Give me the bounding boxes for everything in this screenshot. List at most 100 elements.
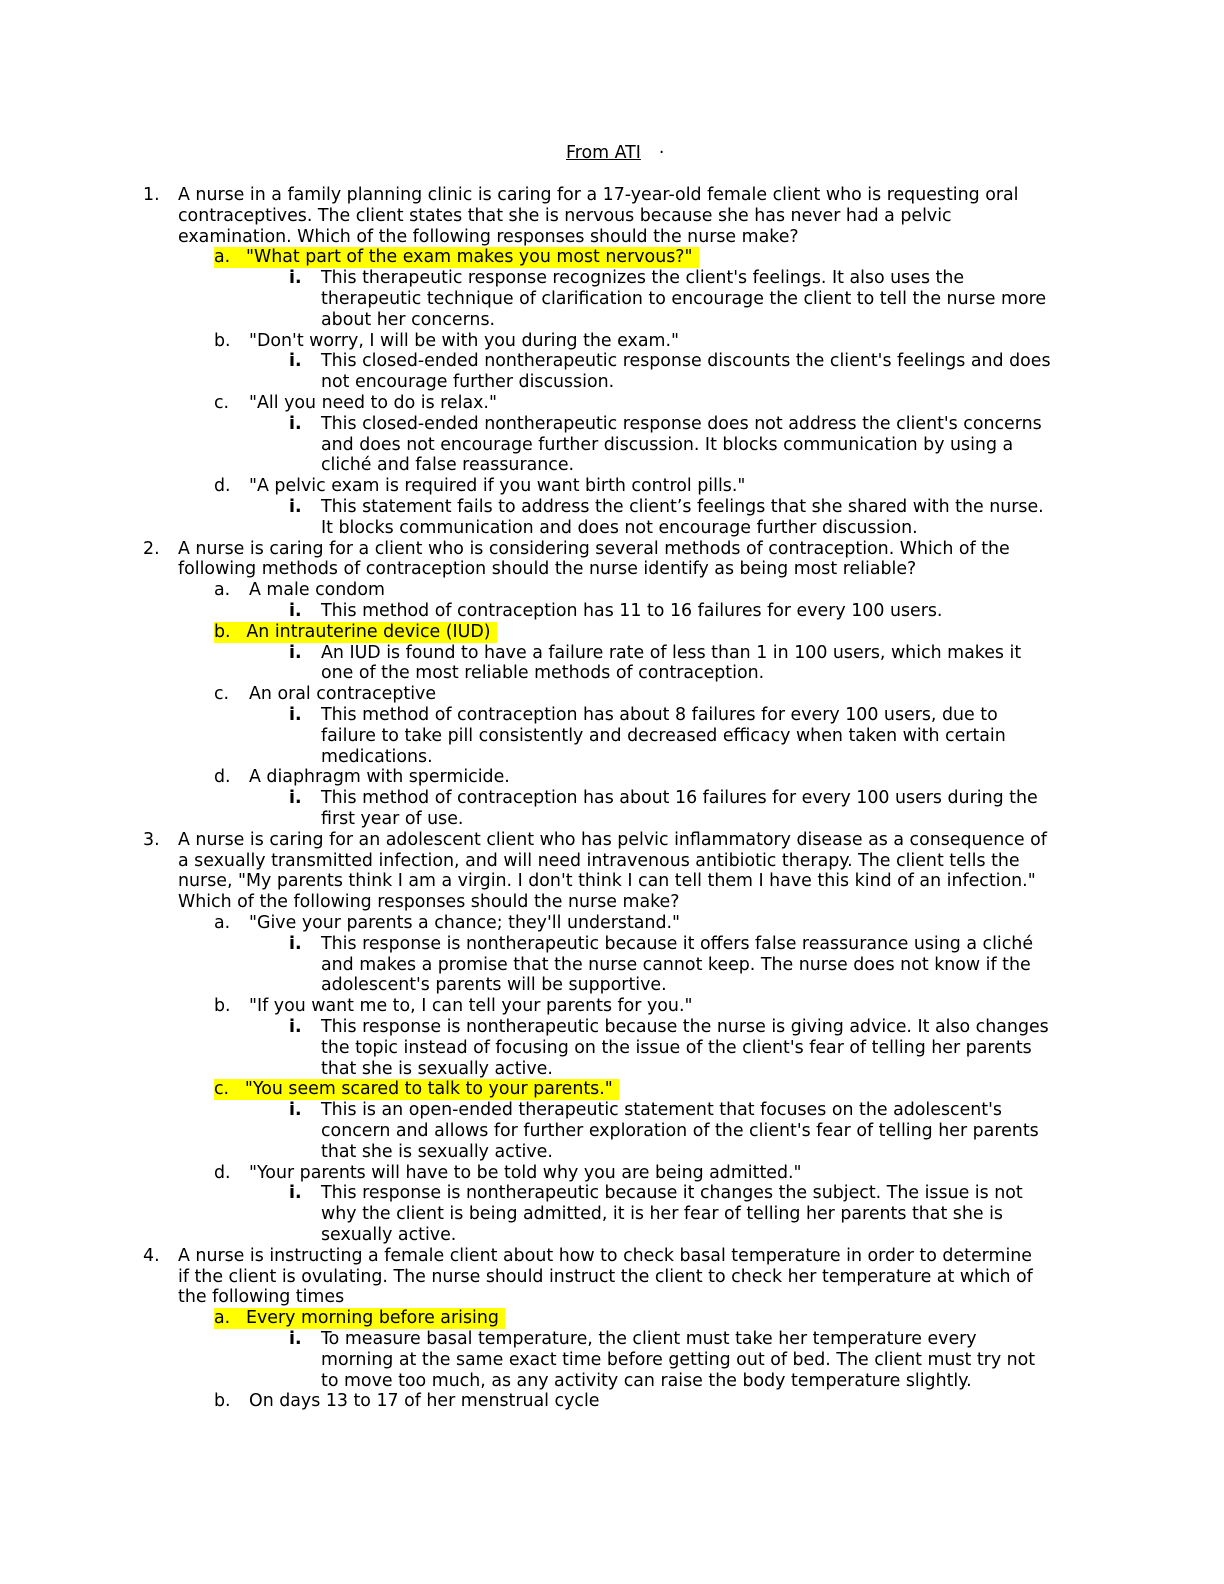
answer-option: c. An oral contraceptive [0,684,1224,705]
rationale-line: i.This closed-ended nontherapeutic respo… [0,351,1224,372]
option-text: "Don't worry, I will be with you during … [249,330,679,351]
rationale-marker: i. [289,705,302,725]
option-text: A male condom [249,580,385,601]
rationale-marker: i. [289,601,302,621]
rationale-line: i.This is an open-ended therapeutic stat… [0,1100,1224,1121]
rationale-line: to move too much, as any activity can ra… [0,1371,1224,1392]
option-text: "All you need to do is relax." [249,393,497,413]
rationale-text: cliché and false reassurance. [321,455,575,476]
answer-option: a.A male condom [0,580,1224,601]
rationale-text: This therapeutic response recognizes the… [321,268,965,289]
question-stem-text: the following times [178,1287,345,1308]
rationale-text: first year of use. [321,809,464,829]
answer-option: c."You seem scared to talk to your paren… [0,1079,1224,1101]
option-text: An intrauterine device (IUD) [246,621,491,642]
rationale-line: i. This method of contraception has 11 to… [0,601,1224,622]
question-stem-text: following methods of contraception shoul… [178,559,917,580]
rationale-line: i. This response is nontherapeutic becaus… [0,1017,1224,1038]
rationale-text: This response is nontherapeutic because … [321,1017,1049,1037]
rationale-line: medications. [0,747,1224,768]
question-stem-text: A nurse in a family planning clinic is c… [178,185,1019,205]
answer-option: d."A pelvic exam is required if you want… [0,476,1224,497]
rationale-marker: i. [289,1329,302,1349]
rationale-marker: i. [289,413,302,434]
rationale-text: This method of contraception has about 1… [321,788,1038,809]
rationale-line: the topic instead of focusing on the iss… [0,1038,1224,1059]
answer-option: b. "Don't worry, I will be with you durin… [0,331,1224,352]
option-text: "You seem scared to talk to your parents… [244,1079,613,1100]
rationale-text: This statement fails to address the clie… [321,497,1044,517]
option-text: On days 13 to 17 of her menstrual cycle [249,1391,600,1412]
rationale-line: cliché and false reassurance. [0,455,1224,476]
question-stem-text: contraceptives. The client states that s… [178,205,952,226]
answer-option: a. "Give your parents a chance; they'll u… [0,913,1224,934]
question-stem-line: nurse, "My parents think I am a virgin. … [0,871,1224,892]
answer-option: b. An intrauterine device (IUD) [0,621,1224,643]
rationale-line: that she is sexually active. [0,1142,1224,1163]
rationale-marker: i. [289,1017,302,1037]
question-number: 1. [143,185,160,205]
answer-option: d. "Your parents will have to be told why… [0,1163,1224,1184]
rationale-line: and does not encourage further discussio… [0,435,1224,456]
question-number: 4. [143,1245,160,1266]
question-stem-text: a sexually transmitted infection, and wi… [178,850,1020,871]
rationale-line: and makes a promise that the nurse canno… [0,955,1224,976]
rationale-text: To measure basal temperature, the client… [321,1329,977,1349]
rationale-line: why the client is being admitted, it is … [0,1204,1224,1225]
question-number: 2. [143,538,160,559]
title-text: From ATI [566,143,641,163]
correct-answer-highlight: c."You seem scared to talk to your paren… [214,1079,619,1101]
rationale-line: i.This therapeutic response recognizes t… [0,268,1224,289]
rationale-line: not encourage further discussion. [0,372,1224,393]
option-text: A diaphragm with spermicide. [249,767,510,788]
option-letter: b. [214,996,231,1017]
rationale-text: This method of contraception has 11 to 1… [321,601,943,621]
rationale-line: one of the most reliable methods of cont… [0,663,1224,684]
rationale-line: i.This statement fails to address the cl… [0,497,1224,518]
rationale-text: morning at the same exact time before ge… [321,1349,1036,1370]
rationale-text: therapeutic technique of clarification t… [321,289,1047,309]
option-text: An oral contraceptive [249,684,437,705]
rationale-line: first year of use. [0,809,1224,830]
rationale-line: i.This response is nontherapeutic becaus… [0,1183,1224,1204]
option-letter: b. [214,330,231,351]
option-letter: a. [214,1308,231,1329]
option-letter: c. [214,684,230,705]
option-letter: c. [214,393,230,413]
rationale-line: It blocks communication and does not enc… [0,518,1224,539]
option-letter: b. [214,1391,231,1412]
answer-option: b. On days 13 to 17 of her menstrual cycl… [0,1391,1224,1412]
rationale-text: failure to take pill consistently and de… [321,725,1006,746]
option-letter: b. [214,621,231,642]
question-stem-line: examination. Which of the following resp… [0,227,1224,248]
rationale-text: and makes a promise that the nurse canno… [321,954,1031,975]
page-title: From ATI· [566,142,664,164]
rationale-text: adolescent's parents will be supportive. [321,975,667,996]
option-text: "Give your parents a chance; they'll und… [249,913,681,933]
question-stem-text: examination. Which of the following resp… [178,226,799,247]
option-text: Every morning before arising [246,1308,499,1329]
rationale-text: This method of contraception has about 8… [321,705,998,725]
rationale-text: An IUD is found to have a failure rate o… [321,642,1022,663]
rationale-text: that she is sexually active. [321,1058,553,1079]
question-stem-line: 3.A nurse is caring for an adolescent cl… [0,830,1224,851]
rationale-line: sexually active. [0,1225,1224,1246]
question-stem-line: the following times [0,1287,1224,1308]
question-stem-line: 1. A nurse in a family planning clinic is… [0,185,1224,206]
option-letter: d. [214,1162,231,1183]
answer-option: a. Every morning before arising [0,1308,1224,1330]
question-stem-text: A nurse is caring for an adolescent clie… [178,829,1047,850]
option-text: "Your parents will have to be told why y… [249,1162,802,1183]
rationale-text: concern and allows for further explorati… [321,1121,1039,1141]
rationale-line: i.This response is nontherapeutic becaus… [0,934,1224,955]
rationale-line: therapeutic technique of clarification t… [0,289,1224,310]
rationale-marker: i. [289,788,302,809]
question-stem-text: if the client is ovulating. The nurse sh… [178,1266,1033,1287]
correct-answer-highlight: b. An intrauterine device (IUD) [214,621,497,643]
option-letter: a. [214,913,231,933]
rationale-line: that she is sexually active. [0,1059,1224,1080]
rationale-text: that she is sexually active. [321,1141,553,1162]
question-stem-line: following methods of contraception shoul… [0,559,1224,580]
question-stem-line: a sexually transmitted infection, and wi… [0,851,1224,872]
question-stem-line: if the client is ovulating. The nurse sh… [0,1267,1224,1288]
